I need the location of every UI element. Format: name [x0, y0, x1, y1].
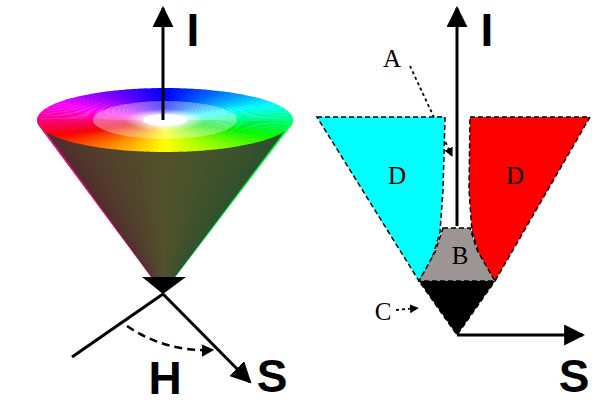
white-center: [125, 109, 205, 131]
intensity-axis: [162, 8, 165, 120]
white-center: [143, 114, 187, 126]
cone-shade: [37, 120, 293, 293]
cone-body: [37, 117, 293, 293]
axis-label: H: [148, 355, 181, 401]
leader-line: [396, 308, 418, 310]
axis-label: S: [559, 353, 590, 399]
callout-letter: A: [383, 46, 401, 71]
intensity-axis: [456, 8, 459, 226]
region: D: [314, 114, 450, 284]
gray-region: B: [418, 225, 498, 283]
region-letter: B: [452, 243, 469, 268]
callout-letter: C: [375, 299, 392, 324]
region-shape: [466, 114, 594, 284]
region-letter: D: [388, 163, 406, 188]
saturation-axis: [457, 334, 583, 337]
region-fill: [469, 117, 590, 281]
region-shape: [314, 114, 450, 284]
black-region: [419, 281, 495, 335]
black-tip: [142, 277, 186, 294]
region: D: [466, 114, 594, 284]
axis-label: I: [187, 7, 200, 53]
axis-label: I: [481, 7, 494, 53]
hue-reference-axis: [72, 294, 163, 357]
axis-label: S: [257, 353, 288, 399]
region-fill: [317, 117, 445, 281]
hue-arc: [127, 326, 213, 350]
cone-top: [37, 88, 293, 152]
region-letter: D: [506, 163, 524, 188]
saturation-ring: [93, 101, 237, 139]
region-fill: [419, 228, 495, 281]
